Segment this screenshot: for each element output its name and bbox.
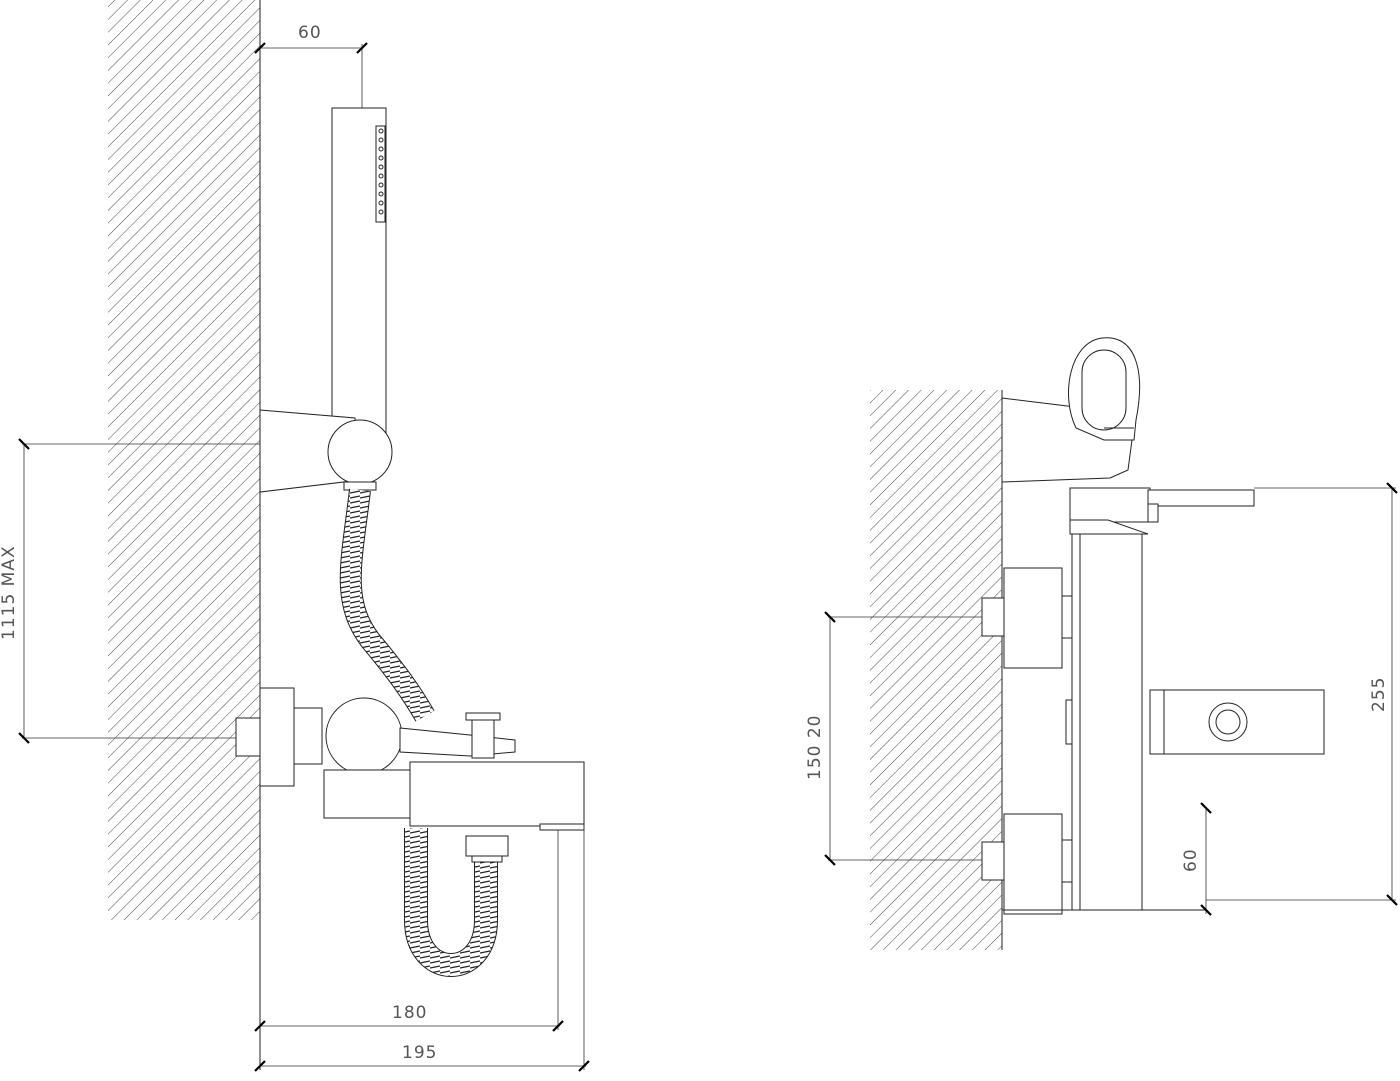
top-lever [1069, 487, 1151, 523]
mixer-cartridge [325, 697, 403, 775]
side-view: 60 1115 MAX 180 195 [0, 0, 590, 1072]
mixer-body-column [1071, 533, 1143, 911]
dim-overall-195: 195 [254, 826, 590, 1072]
wall-flange [259, 687, 295, 787]
hand-shower [331, 107, 387, 439]
front-view: 150 20 255 60 [805, 337, 1398, 950]
dim-total-height: 255 [1206, 482, 1398, 906]
svg-text:60: 60 [1181, 848, 1201, 872]
hose-nut [465, 835, 509, 857]
svg-text:195: 195 [402, 1043, 437, 1063]
shower-holder-knob [327, 419, 393, 485]
dim-centers: 150 20 [805, 611, 982, 866]
dim-spout-180: 180 [254, 830, 564, 1032]
svg-text:180: 180 [392, 1003, 427, 1023]
diverter-lever [399, 727, 516, 757]
spout-body [409, 761, 585, 827]
shower-nozzles [378, 128, 384, 215]
dim-height-max: 1115 MAX [0, 438, 260, 744]
dim-depth: 60 [1181, 802, 1212, 916]
wall-hatch-right [870, 390, 1002, 950]
outlet-ring [1208, 702, 1248, 742]
wall-hatch-left [108, 0, 260, 920]
svg-text:255: 255 [1369, 677, 1389, 712]
svg-text:60: 60 [298, 23, 322, 43]
upper-connector [1003, 567, 1063, 669]
svg-text:1115 MAX: 1115 MAX [0, 545, 19, 640]
svg-text:150 20: 150 20 [805, 715, 825, 780]
lower-connector [1003, 813, 1063, 915]
dim-top-width: 60 [254, 23, 368, 108]
spout-body-back [323, 769, 415, 819]
